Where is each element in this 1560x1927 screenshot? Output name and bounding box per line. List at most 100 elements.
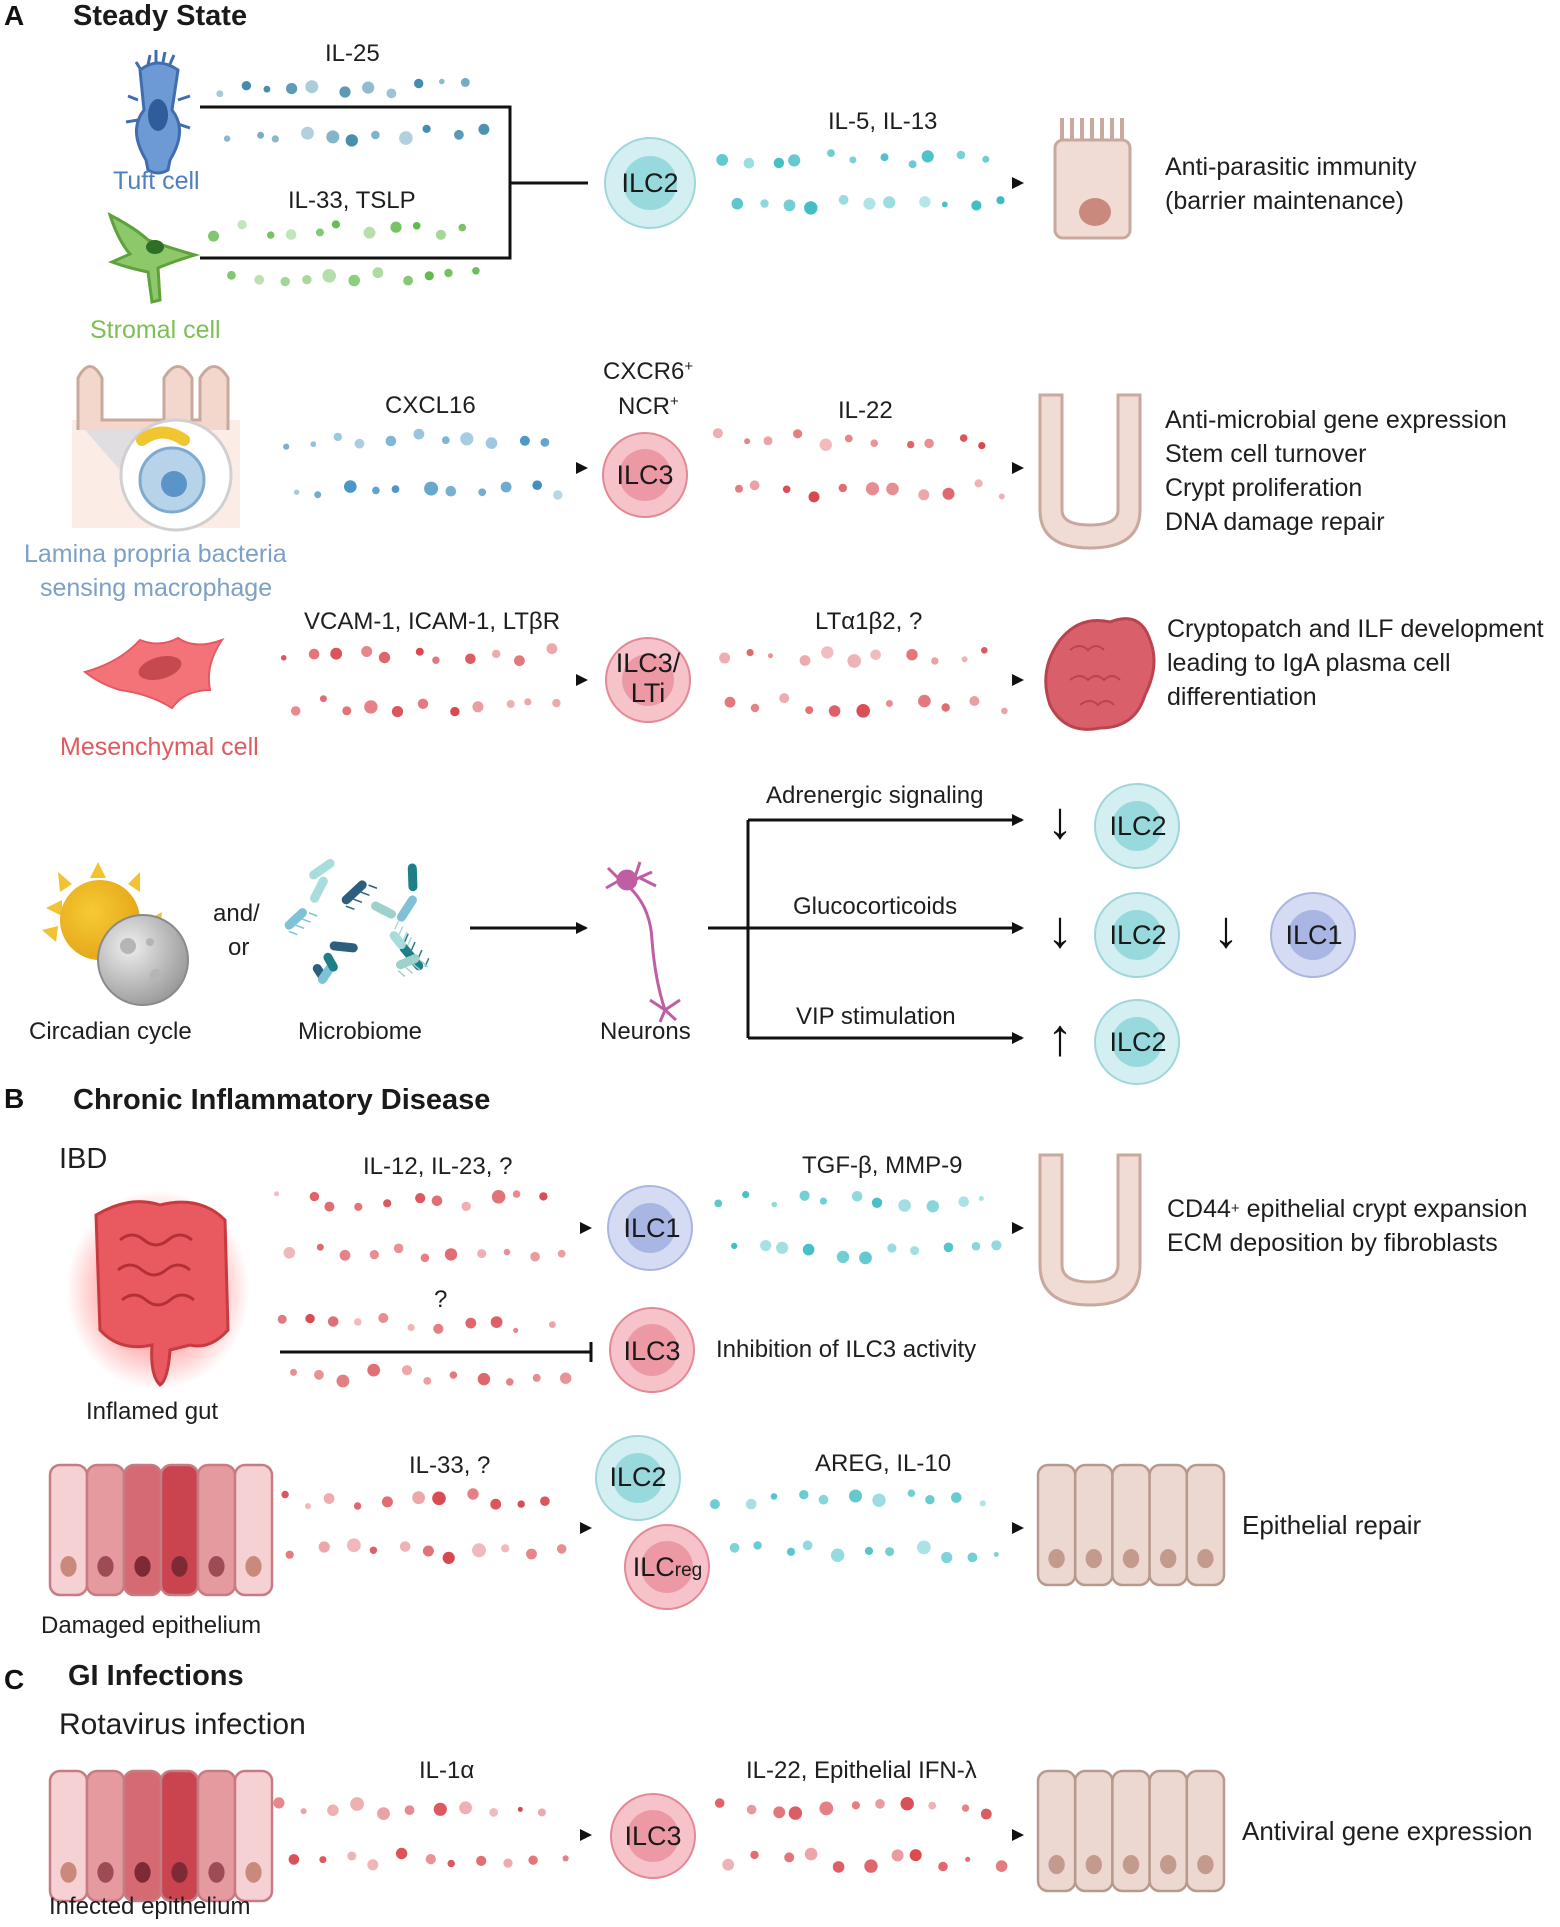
cytokine-dot [722,1858,735,1871]
cytokine-dot [271,135,279,143]
inhibition-label: Inhibition of ILC3 activity [716,1336,977,1363]
cytokine-dot [390,221,402,233]
cytokine-dot [472,267,480,275]
cytokine-dot [799,1490,809,1500]
cytokine-dot [918,489,930,501]
cytokine-dot [305,1313,315,1324]
cytokine-dot [864,1859,878,1873]
cytokine-dot [445,485,457,497]
andor-line2: or [228,934,250,961]
cytokine-dot [391,706,404,718]
cytokine-dot [377,1807,390,1820]
bacterium-icon [371,901,396,919]
cytokine-dot [907,440,915,449]
section-title-steady: Steady State [73,0,248,32]
cytokine-dot [883,196,896,209]
cytokine-dot [399,131,413,145]
neuron-icon [605,861,681,1023]
cytokine-dot [961,656,968,663]
cytokine-dot [958,1196,969,1207]
cytokine-dot [435,229,446,240]
cytokine-dot [871,1197,883,1209]
cytokine-dot [925,1495,935,1505]
cytokine-dot [938,1861,948,1872]
il5-dots [716,149,1005,215]
cytokine-dot [865,482,880,496]
cytokine-dot [444,1248,458,1261]
areg-label: AREG, IL-10 [815,1450,952,1477]
cytokine-dot [993,1552,999,1557]
ilc3-cell [609,1307,695,1393]
bacterium-icon [396,895,417,922]
cytokine-dot [476,1855,487,1866]
bacterium-icon [284,908,318,936]
panel-letter-a: A [4,0,25,31]
cytokine-dot [433,1802,447,1816]
cytokine-dot [290,1368,297,1376]
cytokine-dot [746,649,754,657]
cytokine-dot [928,1801,937,1810]
circadian-label: Circadian cycle [29,1018,192,1045]
cytokine-dot [503,1858,513,1868]
cytokine-dot [753,1541,762,1550]
ilc3-label: ILC3 [623,1336,681,1366]
cytokine-dot [472,1543,486,1558]
cytokine-dot [910,1246,920,1256]
cytokine-dot [859,1251,872,1265]
cytokine-dot [712,428,723,439]
cytokine-dot [900,1797,914,1811]
cytokine-dot [770,1493,778,1500]
cytokine-dot [784,1852,795,1863]
cytokine-dot [799,655,811,666]
cytokine-dot [363,226,376,239]
cytokine-dot [802,1243,815,1256]
cytokine-dot [333,432,342,442]
cytokine-dot [348,274,361,287]
cytokine-dot [981,647,988,654]
cytokine-dot [316,1243,324,1251]
cytokine-dot [836,1250,850,1264]
cytokine-dot [980,1808,992,1820]
il1a-label: IL-1α [419,1757,475,1784]
cytokine-dot [941,1551,953,1564]
cytokine-dot [540,1496,550,1506]
cytokine-dot [339,1249,351,1261]
cytokine-dot [367,1363,381,1377]
cytokine-dot [412,1491,425,1505]
cytokine-dot [461,1201,471,1212]
cytokine-dot [908,160,917,169]
cytokine-dot [773,157,785,169]
ilc3-label: ILC3 [624,1821,682,1851]
cytokine-dot [477,1372,491,1386]
cytokine-dot [763,436,773,446]
cytokine-dot [921,150,934,163]
cytokine-dot [808,491,820,503]
cytokine-dot [318,1541,330,1553]
cytokine-dot [864,1546,874,1556]
adrenergic-label: Adrenergic signaling [766,782,984,809]
ilc1-cell [607,1185,693,1271]
cytokine-dot [319,1856,327,1864]
bacterium-icon [309,858,335,880]
cytokine-dot [305,80,319,94]
cytokine-dot [283,443,290,450]
cytokine-dot [257,131,265,139]
cytokine-dot [326,130,340,144]
cytokine-dot [746,1804,757,1815]
cytokine-dot [971,1241,981,1251]
ilc3-lti-cell [605,637,691,723]
healthy-epithelium-icon [1036,1463,1226,1587]
cytokine-dot [304,1503,311,1510]
cytokine-dot [288,1854,300,1865]
andor-line1: and/ [213,900,260,927]
cytokine-dot [819,1197,828,1205]
cytokine-dot [828,705,841,717]
bacterium-icon [310,876,328,903]
neurons-label: Neurons [600,1018,691,1045]
epithelial-repair-label: Epithelial repair [1242,1510,1422,1540]
lymphoid-follicle-icon [1044,617,1156,731]
cytokine-dot [367,1859,379,1871]
cytokine-dot [760,1240,772,1252]
